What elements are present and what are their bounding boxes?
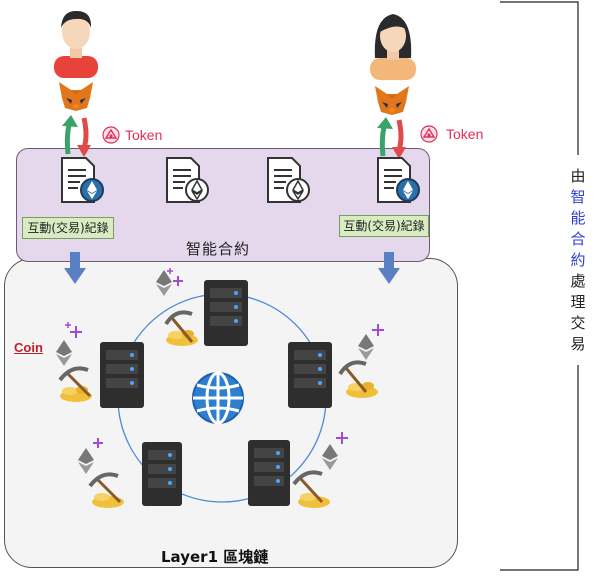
side-char: 能 (570, 209, 586, 227)
gold-pile-icon (166, 330, 198, 346)
side-char: 交 (570, 314, 586, 332)
pickaxe-icon (292, 470, 324, 504)
ethereum-icon (358, 334, 374, 360)
contract-document-icon (166, 157, 209, 203)
side-char: 智 (570, 188, 586, 206)
gold-pile-icon (346, 382, 378, 398)
layer1-label: Layer1 區塊鏈 (161, 548, 269, 566)
contract-document-icon (267, 157, 310, 203)
down-arrow-icon (64, 252, 86, 284)
mining-node (156, 268, 248, 346)
contract-document-icon (61, 157, 104, 203)
user-female-icon (370, 14, 416, 80)
down-arrow-icon (378, 252, 400, 284)
sparkle-icon (93, 438, 103, 448)
server-icon (248, 440, 290, 506)
token-label: Token (446, 126, 484, 142)
globe-icon (192, 371, 244, 425)
side-char: 由 (570, 167, 586, 185)
server-icon (100, 342, 144, 408)
server-icon (142, 442, 182, 506)
server-icon (204, 280, 248, 346)
mining-node (78, 438, 182, 508)
contract-document-icon (377, 157, 420, 203)
gold-pile-icon (298, 493, 330, 508)
sparkle-icon (336, 432, 348, 444)
ethereum-icon (78, 448, 94, 474)
smart-contract-label: 智能合約 (186, 240, 251, 258)
pickaxe-icon (338, 360, 368, 393)
pickaxe-icon (88, 472, 122, 504)
pickaxe-icon (164, 310, 194, 343)
ethereum-icon (156, 270, 172, 296)
token-icon (102, 126, 120, 144)
side-char: 合 (570, 230, 586, 248)
user-male-icon (54, 10, 98, 78)
interaction-record-label: 互動(交易)紀錄 (339, 215, 429, 237)
exchange-arrows-icon (62, 115, 91, 157)
token-label: Token (125, 127, 163, 143)
side-char: 處 (570, 272, 586, 290)
ethereum-icon (56, 340, 72, 366)
side-char: 易 (570, 335, 586, 353)
sparkle-icon (65, 322, 82, 338)
mining-node (248, 432, 348, 508)
metamask-fox-icon (59, 82, 93, 111)
coin-label: Coin (14, 340, 43, 355)
side-char: 理 (570, 293, 586, 311)
sparkle-icon (372, 324, 384, 336)
token-icon (420, 125, 438, 143)
mining-node (56, 322, 144, 408)
exchange-arrows-icon (377, 117, 406, 159)
mining-node (288, 324, 384, 408)
metamask-fox-icon (375, 86, 409, 115)
ethereum-icon (322, 444, 338, 470)
server-icon (288, 342, 332, 408)
side-char: 約 (570, 251, 586, 269)
sparkle-icon (167, 268, 183, 286)
interaction-record-label: 互動(交易)紀錄 (22, 217, 114, 239)
pickaxe-icon (58, 366, 92, 398)
